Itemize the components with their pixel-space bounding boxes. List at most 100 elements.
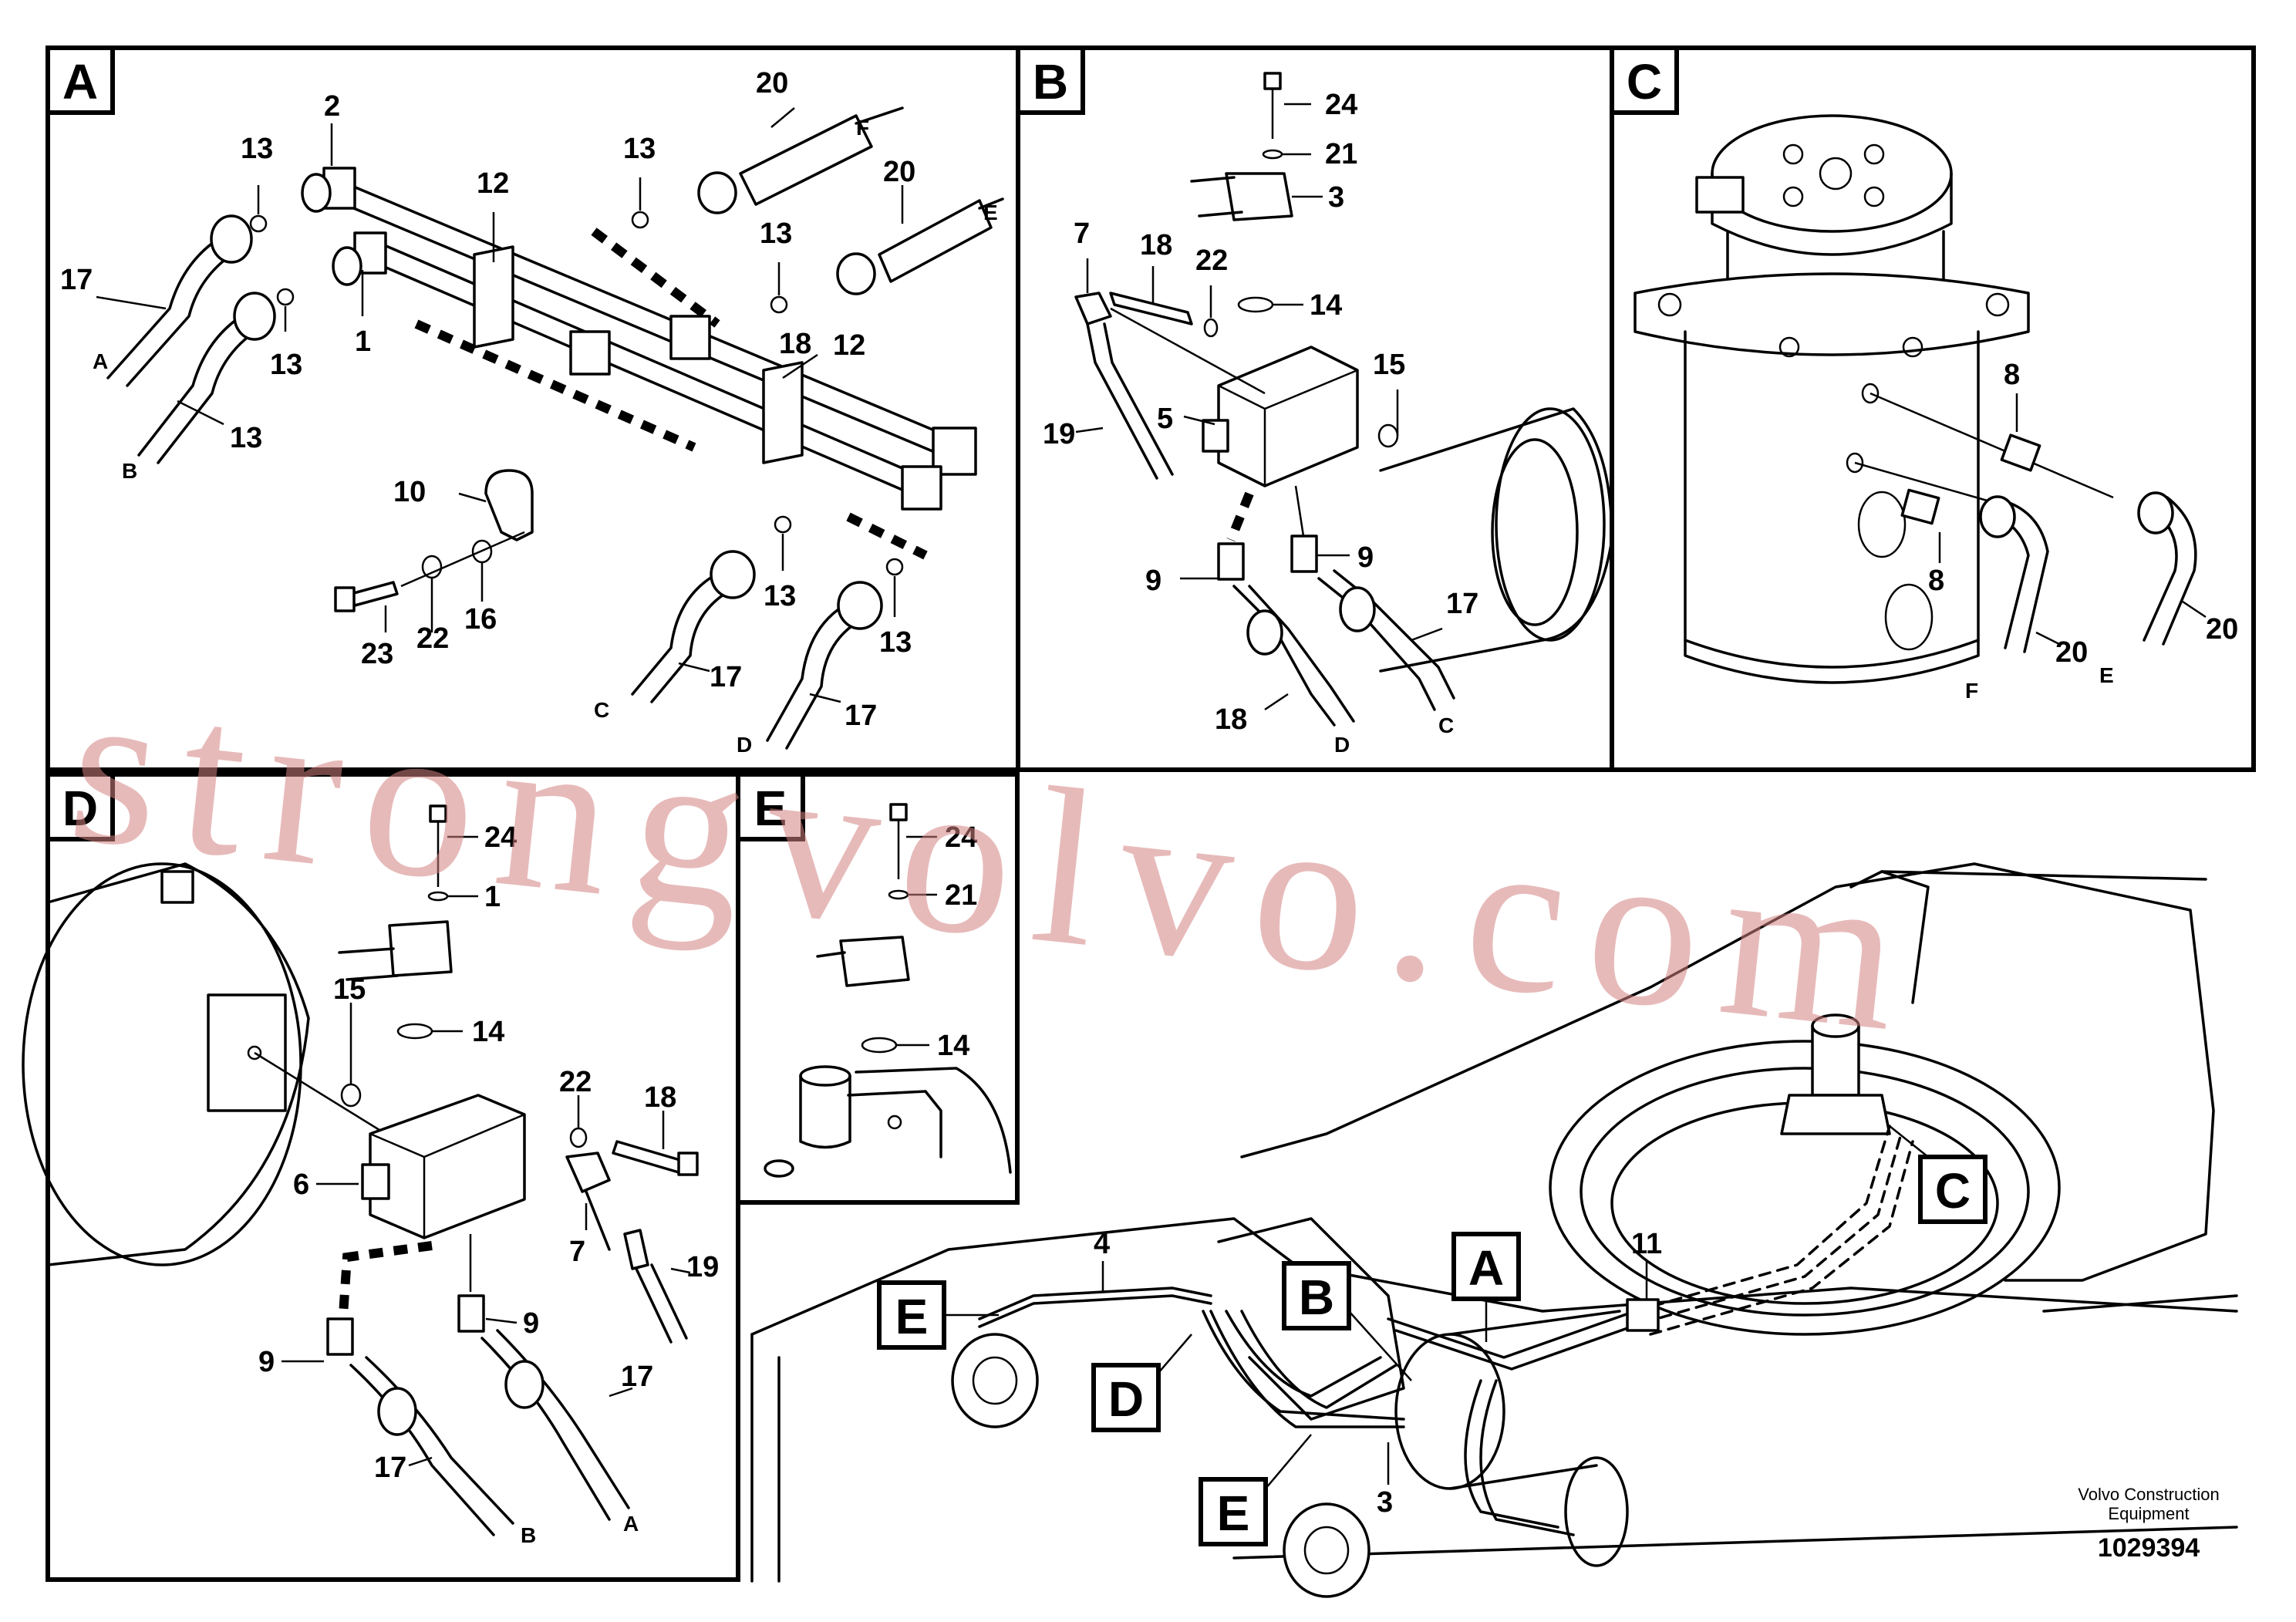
panel-b-labels: 24 21 3 7 18 22 14 15 5 19 9 9 17 18 D C [1043,89,1478,757]
panel-tag-c: C [1610,46,1679,115]
part-label: 12 [833,329,865,362]
part-label: 17 [621,1361,653,1393]
panel-e-labels: 24 21 14 [937,821,977,1062]
part-label: 21 [945,879,977,912]
hose-end-label: D [737,733,752,757]
part-label: 13 [270,349,302,381]
panel-d-labels: 24 1 15 14 22 18 6 7 19 9 9 17 17 B A [258,821,719,1547]
part-label: 14 [937,1030,969,1062]
part-label: 1 [355,325,371,358]
part-label: 1 [484,881,501,913]
hose-end-label: C [1438,713,1454,737]
svg-text:A: A [62,54,98,110]
part-label: 2 [324,90,340,123]
part-label: 13 [760,218,792,250]
hose-end-label: F [856,116,869,140]
part-label: 8 [1928,565,1944,597]
part-label: 4 [1094,1228,1110,1260]
panel-d-drawing [22,804,699,1536]
part-label: 15 [333,973,366,1006]
hose-end-label: D [1334,733,1350,757]
svg-text:C: C [1627,54,1662,110]
part-label: 18 [779,328,811,360]
callout-e-lower: E [1217,1485,1250,1541]
part-label: 7 [1074,218,1090,250]
part-label: 9 [1357,541,1374,574]
part-label: 13 [241,133,273,165]
part-label: 19 [686,1251,719,1283]
part-label: 22 [559,1066,592,1098]
panel-a-labels: 2 13 20 13 20 12 13 13 17 1 18 13 12 10 … [60,67,998,757]
part-label: 15 [1373,349,1405,381]
part-label: 3 [1328,181,1344,214]
callout-b: B [1299,1270,1334,1325]
hose-end-label: B [122,459,137,483]
panel-tag-d: D [46,772,115,841]
part-label: 13 [879,626,912,659]
hose-end-label: B [521,1523,536,1547]
callout-e-upper: E [895,1289,929,1344]
panel-c-labels: 8 8 20 20 F E [1928,359,2238,703]
panel-e-drawing [764,803,1012,1178]
callout-c: C [1935,1163,1971,1219]
svg-text:D: D [62,781,98,836]
part-label: 17 [845,700,877,732]
part-label: 16 [464,603,497,636]
part-label: 18 [644,1081,676,1114]
part-label: 21 [1325,138,1357,170]
svg-text:B: B [1033,54,1068,110]
part-label: 17 [60,264,93,296]
hose-end-label: A [93,349,108,373]
part-label: 23 [361,638,393,670]
part-label: 9 [1145,565,1161,597]
part-label: 22 [416,622,449,655]
footer: Volvo Construction Equipment 1029394 [2078,1485,2219,1563]
part-label: 20 [883,156,915,188]
panel-tag-a: A [46,46,115,115]
part-label: 17 [374,1452,406,1484]
company-line2: Equipment [2108,1504,2189,1523]
panel-b-drawing [1074,72,1613,727]
part-label: 20 [2055,636,2088,669]
part-label: 24 [484,821,517,854]
part-label: 6 [293,1168,309,1201]
panel-c-frame [1610,46,2256,772]
part-label: 13 [230,422,262,454]
part-label: 24 [945,821,977,854]
panel-tag-b: B [1016,46,1085,115]
part-label: 8 [2004,359,2020,391]
hose-end-label: C [594,698,609,722]
part-label: 14 [1310,289,1342,322]
part-label: 7 [569,1236,585,1268]
hose-end-label: E [2099,663,2114,687]
panel-e-frame [736,772,1020,1205]
part-label: 12 [477,167,509,200]
hose-end-label: E [983,201,998,224]
hose-end-label: A [623,1512,639,1536]
part-label: 9 [258,1346,275,1378]
watermark-text: strongvolvo.com [60,639,1933,1080]
part-label: 11 [1631,1228,1662,1260]
part-label: 13 [764,580,796,612]
svg-text:E: E [754,781,787,836]
hose-end-label: F [1965,679,1978,703]
part-label: 20 [756,67,788,99]
part-label: 17 [710,661,742,693]
panel-tag-e: E [736,772,805,841]
part-label: 3 [1377,1486,1393,1519]
part-label: 9 [523,1307,539,1340]
overview-drawing: E D E B A C 4 11 3 [750,862,2238,1598]
drawing-reference: 1029394 [2098,1533,2200,1563]
part-label: 14 [472,1016,504,1048]
part-label: 18 [1140,229,1172,261]
callout-a: A [1468,1240,1504,1296]
part-label: 17 [1446,588,1478,620]
part-label: 5 [1157,403,1173,435]
part-label: 10 [393,476,426,508]
part-label: 18 [1215,703,1247,736]
part-label: 20 [2206,613,2238,646]
part-label: 24 [1325,89,1357,121]
part-label: 19 [1043,418,1075,450]
callout-d: D [1108,1371,1144,1427]
part-label: 22 [1195,244,1228,277]
